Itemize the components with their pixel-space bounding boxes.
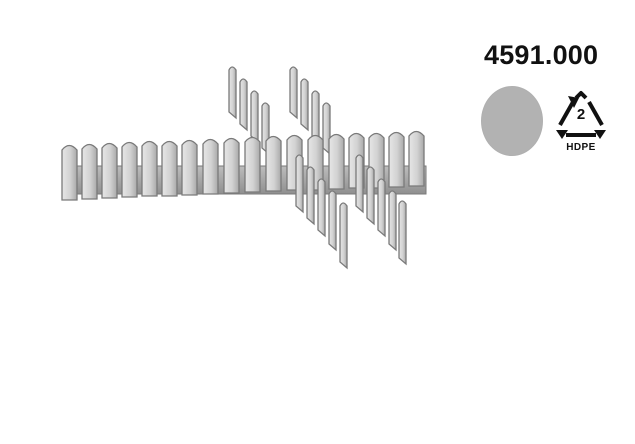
diagonal-fence-back	[228, 66, 331, 156]
horizontal-fence	[61, 130, 427, 201]
diagonal-fence-front	[295, 154, 407, 270]
recycle-triangle-icon	[556, 91, 606, 139]
recycle-code-number: 2	[576, 106, 586, 123]
material-label: HDPE	[566, 142, 596, 153]
color-swatch	[481, 86, 543, 156]
product-code: 4591.000	[484, 40, 599, 70]
